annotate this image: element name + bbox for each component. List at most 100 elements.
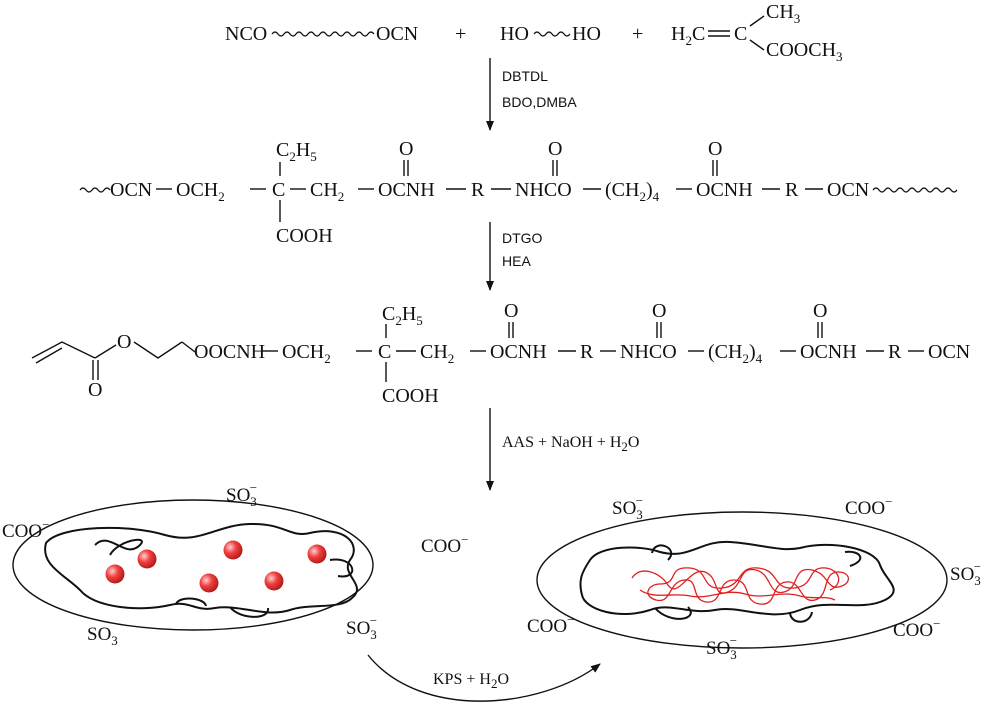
macromer-ch2: CH (420, 341, 448, 363)
svg-text:SO3−: SO3− (950, 559, 981, 588)
prepolymer-ethyl: C (276, 139, 289, 161)
prepolymer-r-2: R (785, 179, 799, 201)
particle-left-ion-4: SO (87, 624, 111, 645)
macromer-och2: OCH (282, 341, 324, 363)
macromer-butylene: (CH (708, 341, 742, 363)
prepolymer-carbonyl-o-3: O (708, 138, 722, 160)
prepolymer-urethane-1: OCNH (378, 179, 435, 201)
plus-sign-2: + (632, 23, 643, 45)
acrylate-ester-o: O (117, 331, 131, 353)
macromer-structure: O O OOCNH OCH2 C C2H5 COOH CH2 OCNH O R … (31, 300, 970, 407)
macromer-quaternary-carbon: C (378, 341, 391, 363)
particle-right-ion-6: SO (706, 638, 730, 659)
particle-left-ion-1: SO (226, 485, 250, 506)
mma-ester: COOCH (766, 39, 836, 61)
svg-text:OCH2: OCH2 (282, 341, 331, 366)
prepolymer-och2: OCH (176, 179, 218, 201)
step1-condition-2: BDO,DMBA (502, 94, 577, 110)
prepolymer-left-chain (79, 187, 111, 193)
particle-left-ion-2: COO (2, 521, 42, 542)
prepolymer-carbonyl-o-1: O (399, 138, 413, 160)
particle-right-ion-1: SO (612, 498, 636, 519)
prepolymer-carbonyl-o-2: O (548, 138, 562, 160)
particle-right-ion-2: COO (845, 498, 885, 519)
prepolymer-ocn-right: OCN (827, 179, 869, 201)
particle-left-ion-5: SO (346, 618, 370, 639)
mma-c-atom: C (692, 23, 705, 45)
particle-left-pu-chain (44, 522, 359, 614)
monomer-droplet (137, 549, 157, 569)
prepolymer-carboxyl: COOH (276, 225, 333, 247)
svg-text:H2C: H2C (671, 23, 705, 48)
svg-text:COO−: COO− (845, 494, 892, 519)
methyl-methacrylate-structure: H2C C CH3 COOCH3 (671, 1, 843, 64)
mma-h-atom: H (671, 23, 685, 45)
step2-condition-2: HEA (502, 253, 531, 269)
macromer-urethane-linkage: OOCNH (194, 341, 265, 363)
svg-text:COO−: COO− (527, 612, 574, 637)
svg-text:C2H5: C2H5 (382, 303, 423, 328)
svg-text:CH2: CH2 (310, 179, 344, 204)
particle-right-pu-chain (579, 540, 895, 616)
monomer-droplet (264, 571, 284, 591)
particle-left-shell (12, 499, 374, 631)
plus-sign-1: + (455, 23, 466, 45)
prepolymer-quaternary-carbon: C (272, 179, 285, 201)
particle-right-shell (536, 511, 948, 649)
prepolymer-urethane-2: OCNH (696, 179, 753, 201)
particle-before-polymerization: SO3− COO− COO− SO3 SO3− (2, 480, 468, 648)
svg-text:COO−: COO− (893, 616, 940, 641)
particle-right-ion-4: COO (527, 616, 567, 637)
step4-condition: KPS + H (433, 671, 491, 688)
prepolymer-r-1: R (471, 179, 485, 201)
svg-text:(CH2)4: (CH2)4 (605, 179, 660, 204)
svg-text:SO3−: SO3− (612, 493, 643, 522)
monomer-droplet (307, 544, 327, 564)
particle-right-ion-5: COO (893, 620, 933, 641)
prepolymer-right-chain (872, 187, 958, 193)
svg-text:SO3−: SO3− (346, 613, 377, 642)
svg-text:AAS + NaOH + H2O: AAS + NaOH + H2O (502, 434, 639, 454)
step2-condition-1: DTGO (502, 230, 543, 246)
macromer-urethane-2: OCNH (800, 341, 857, 363)
diisocyanate-right-label: OCN (376, 23, 418, 45)
macromer-urea-linkage: NHCO (620, 341, 677, 363)
diol-right-label: HO (572, 23, 601, 45)
macromer-carbonyl-o-1: O (504, 300, 518, 322)
svg-text:C2H5: C2H5 (276, 139, 317, 164)
macromer-carbonyl-o-2: O (652, 300, 666, 322)
particle-right-acrylic-chain (631, 567, 849, 605)
macromer-r-1: R (580, 341, 594, 363)
diol-wavy-chain (533, 31, 571, 37)
diisocyanate-wavy-chain (271, 31, 375, 37)
polymerization-curved-arrow (367, 654, 601, 702)
reactant-row: NCO OCN + HO HO + H2C C CH3 COOCH3 (225, 1, 843, 64)
mma-central-carbon: C (734, 23, 747, 45)
particle-right-ion-3: SO (950, 564, 974, 585)
step1-condition-1: DBTDL (502, 68, 548, 84)
macromer-urethane-1: OCNH (490, 341, 547, 363)
diisocyanate-left-label: NCO (225, 23, 267, 45)
mma-methyl: CH (766, 1, 794, 23)
macromer-ocn-end: OCN (928, 341, 970, 363)
svg-text:COO−: COO− (2, 517, 49, 542)
prepolymer-butylene: (CH (605, 179, 639, 201)
monomer-droplet (199, 573, 219, 593)
mma-h-sub: 2 (685, 33, 692, 48)
macromer-carbonyl-o-3: O (813, 300, 827, 322)
svg-text:CH3: CH3 (766, 1, 800, 26)
svg-text:SO3: SO3 (87, 624, 118, 648)
prepolymer-ocn-left: OCN (110, 179, 152, 201)
macromer-carboxyl: COOH (382, 385, 439, 407)
monomer-droplet (105, 564, 125, 584)
svg-text:OCH2: OCH2 (176, 179, 225, 204)
macromer-r-2: R (888, 341, 902, 363)
svg-text:COOCH3: COOCH3 (766, 39, 843, 64)
prepolymer-urea-linkage: NHCO (515, 179, 572, 201)
svg-text:CH2: CH2 (420, 341, 454, 366)
particle-left-ion-3: COO (421, 536, 461, 557)
macromer-ethyl: C (382, 303, 395, 325)
monomer-droplet (223, 540, 243, 560)
svg-text:SO3−: SO3− (706, 633, 737, 662)
